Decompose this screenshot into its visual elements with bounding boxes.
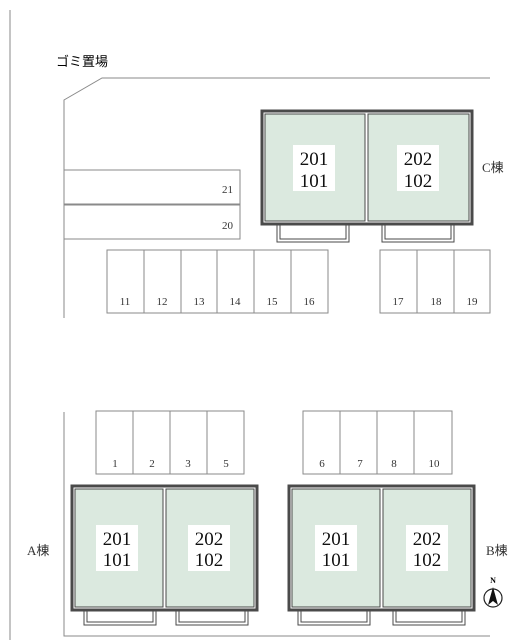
room-label-bg <box>96 525 138 571</box>
north-arrow-icon <box>483 587 503 608</box>
parking-slot-3 <box>169 410 208 475</box>
parking-slot-2 <box>132 410 171 475</box>
balcony-inner <box>178 609 246 623</box>
north-label: N <box>490 576 496 585</box>
parking-row-a <box>95 410 245 475</box>
room-number: 102 <box>195 550 224 571</box>
parking-slot-21 <box>63 169 241 205</box>
room-number: 201 <box>103 529 132 550</box>
parking-number: 8 <box>391 458 397 470</box>
side-parking <box>63 169 241 240</box>
room-number: 101 <box>103 550 132 571</box>
parking-number: 7 <box>357 458 363 470</box>
room-label-bg <box>406 525 448 571</box>
room-number: 201 <box>322 529 351 550</box>
balcony-inner <box>384 223 452 240</box>
parking-number: 3 <box>185 458 191 470</box>
parking-number: 1 <box>112 458 118 470</box>
building-c: 201 101 202 102 <box>260 109 474 243</box>
parking-number: 11 <box>120 296 131 308</box>
parking-number: 14 <box>230 296 242 308</box>
parking-slot-19 <box>453 249 491 314</box>
parking-slot-17 <box>379 249 418 314</box>
room-number: 101 <box>300 171 329 192</box>
room-label-bg <box>188 525 230 571</box>
parking-number: 19 <box>467 296 479 308</box>
building-a: 201 101 202 102 <box>70 484 259 626</box>
garbage-area-label: ゴミ置場 <box>56 54 108 69</box>
parking-number: 2 <box>149 458 155 470</box>
room-number: 202 <box>195 529 224 550</box>
parking-number: 16 <box>304 296 316 308</box>
parking-row-c-right <box>379 249 491 314</box>
room-label-bg <box>315 525 357 571</box>
parking-slot-20 <box>63 204 241 240</box>
parking-slot-16 <box>290 249 329 314</box>
balcony-inner <box>279 223 347 240</box>
room-number: 102 <box>404 171 433 192</box>
balcony-inner <box>86 609 154 623</box>
parking-slot-8 <box>376 410 415 475</box>
balcony <box>297 609 371 626</box>
room-label-bg <box>293 145 335 191</box>
parking-slot-1 <box>95 410 134 475</box>
room-number: 201 <box>300 149 329 170</box>
parking-slot-11 <box>106 249 145 314</box>
parking-slot-10 <box>413 410 453 475</box>
balcony <box>392 609 466 626</box>
balcony-inner <box>300 609 368 623</box>
parking-number: 20 <box>222 220 234 232</box>
parking-number: 17 <box>393 296 405 308</box>
parking-number: 6 <box>319 458 325 470</box>
parking-number: 13 <box>194 296 206 308</box>
parking-number: 18 <box>431 296 443 308</box>
parking-number: 10 <box>429 458 441 470</box>
parking-number: 5 <box>223 458 229 470</box>
room-number: 102 <box>413 550 442 571</box>
balcony <box>83 609 157 626</box>
building-b-label: B棟 <box>486 543 508 558</box>
balcony <box>175 609 249 626</box>
room-label-bg <box>397 145 439 191</box>
building-b: 201 101 202 102 <box>287 484 476 626</box>
parking-row-c-left <box>106 249 329 314</box>
room-number: 202 <box>404 149 433 170</box>
parking-slot-13 <box>180 249 218 314</box>
parking-slot-18 <box>416 249 455 314</box>
balcony-inner <box>395 609 463 623</box>
parking-number: 15 <box>267 296 279 308</box>
parking-slot-15 <box>253 249 292 314</box>
parking-number: 21 <box>222 184 233 196</box>
south-lot-boundary <box>63 412 490 637</box>
parking-slot-5 <box>206 410 245 475</box>
parking-slot-6 <box>302 410 341 475</box>
building-a-label: A棟 <box>27 543 49 558</box>
room-number: 101 <box>322 550 351 571</box>
parking-slot-14 <box>216 249 255 314</box>
parking-row-b <box>302 410 453 475</box>
room-number: 202 <box>413 529 442 550</box>
building-c-label: C棟 <box>482 160 504 175</box>
parking-number: 12 <box>157 296 168 308</box>
